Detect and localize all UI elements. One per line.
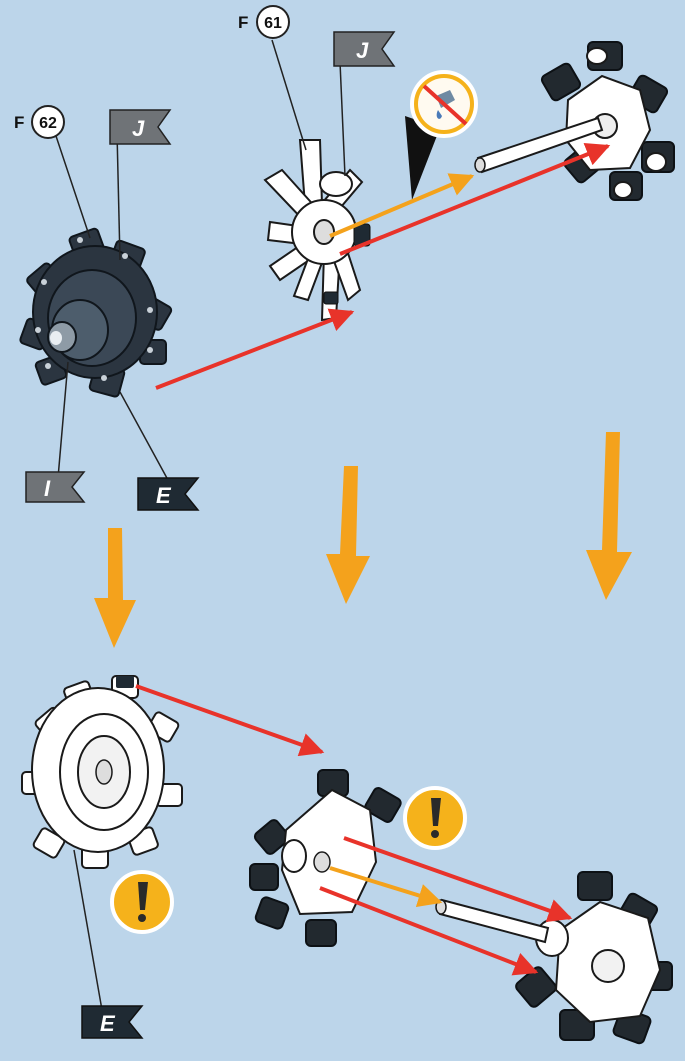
flag-e-bottom-label: E [100, 1011, 116, 1036]
flag-e-top-label: E [156, 483, 172, 508]
part-callout-f62: F 62 [14, 106, 90, 238]
part-number-f62: 62 [39, 115, 57, 132]
white-engine-with-axle [475, 42, 674, 200]
flag-j-right: J [334, 32, 394, 176]
part-number-f61: 61 [264, 15, 282, 32]
exclamation-warning-icon [405, 788, 465, 848]
dark-engine-block [19, 228, 172, 398]
white-engine-block-bottom [22, 676, 182, 868]
part-prefix-f62: F [14, 113, 24, 132]
flag-i: I [26, 362, 84, 502]
flag-e-top: E [120, 392, 198, 510]
part-prefix-f61: F [238, 13, 248, 32]
white-engine-assembly-right [436, 872, 672, 1045]
flag-j-left-label: J [132, 116, 145, 141]
part-callout-f61: F 61 [238, 6, 306, 150]
flag-i-label: I [44, 476, 51, 501]
top-assembly-arrows [156, 146, 608, 388]
flag-j-left: J [110, 110, 170, 260]
down-arrows [94, 432, 632, 648]
flag-j-right-label: J [356, 38, 369, 63]
exclamation-warning-icon [112, 872, 172, 932]
white-engine-assembly-middle [250, 770, 402, 946]
white-star-bracket [265, 140, 370, 320]
